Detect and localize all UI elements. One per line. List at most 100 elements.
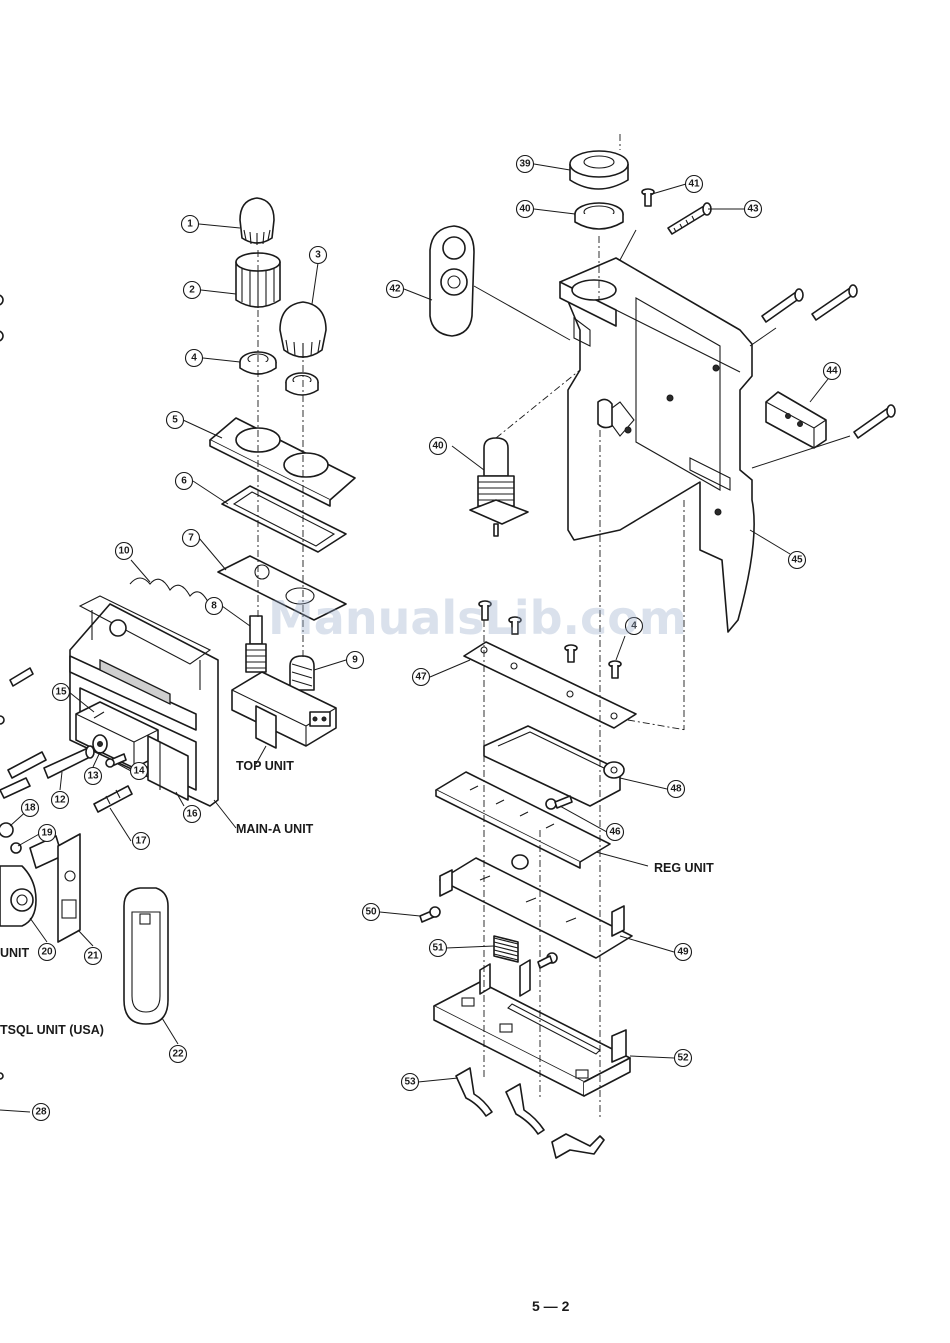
- svg-text:21: 21: [87, 951, 99, 962]
- label-tsql-unit: TSQL UNIT (USA): [0, 1023, 104, 1037]
- svg-text:2: 2: [189, 285, 195, 296]
- callout-8: 8: [206, 598, 223, 615]
- svg-text:3: 3: [315, 250, 321, 261]
- svg-text:45: 45: [791, 555, 803, 566]
- callout-4: 4: [186, 350, 203, 367]
- standoff-left-1: [8, 752, 46, 778]
- callout-53: 53: [402, 1074, 419, 1091]
- callout-48: 48: [668, 781, 685, 798]
- long-screw-b: [812, 285, 857, 320]
- svg-text:13: 13: [87, 771, 99, 782]
- callout-43: 43: [745, 201, 762, 218]
- callout-17: 17: [133, 833, 150, 850]
- callout-44: 44: [824, 363, 841, 380]
- callout-7: 7: [183, 530, 200, 547]
- svg-text:44: 44: [826, 366, 838, 377]
- jack-20: [0, 866, 36, 926]
- cover-42: [430, 226, 474, 336]
- screw-47d: [609, 661, 621, 678]
- svg-text:16: 16: [186, 809, 198, 820]
- callout-45: 45: [789, 552, 806, 569]
- volume-pot-8: [246, 616, 266, 672]
- callout-14: 14: [131, 763, 148, 780]
- svg-text:46: 46: [609, 827, 621, 838]
- screw-41: [642, 189, 654, 206]
- svg-text:4: 4: [191, 353, 197, 364]
- bracket-21: [58, 834, 80, 942]
- battery-contact-53b: [506, 1084, 544, 1134]
- svg-text:40: 40: [519, 204, 531, 215]
- callout-40-top: 40: [517, 201, 534, 218]
- svg-text:10: 10: [118, 546, 130, 557]
- svg-text:6: 6: [181, 476, 187, 487]
- standoff-left-2: [0, 778, 30, 798]
- svg-text:15: 15: [55, 687, 67, 698]
- callout-42: 42: [387, 281, 404, 298]
- svg-text:12: 12: [54, 795, 66, 806]
- rotary-switch-9: [290, 656, 314, 690]
- callout-19: 19: [39, 825, 56, 842]
- svg-text:17: 17: [135, 836, 147, 847]
- plate-47: [464, 642, 636, 728]
- battery-contact-53c: [552, 1134, 604, 1158]
- callout-51: 51: [430, 940, 447, 957]
- callout-10: 10: [116, 543, 133, 560]
- svg-text:42: 42: [389, 284, 401, 295]
- svg-text:50: 50: [365, 907, 377, 918]
- shield-49: [440, 855, 632, 958]
- screw-47c: [565, 645, 577, 662]
- svg-text:14: 14: [133, 766, 145, 777]
- callout-12: 12: [52, 792, 69, 809]
- ring-39: [570, 151, 628, 189]
- callout-22: 22: [170, 1046, 187, 1063]
- page-number: 5 — 2: [532, 1298, 570, 1314]
- svg-text:22: 22: [172, 1049, 184, 1060]
- callout-18: 18: [22, 800, 39, 817]
- screw-46: [546, 796, 572, 809]
- cover-22: [124, 888, 168, 1024]
- callout-49: 49: [675, 944, 692, 961]
- callout-46: 46: [607, 824, 624, 841]
- callout-3: 3: [310, 247, 327, 264]
- washer-13: [93, 735, 107, 753]
- callout-20: 20: [39, 944, 56, 961]
- label-reg-unit: REG UNIT: [654, 861, 714, 875]
- battery-contact-53a: [456, 1068, 492, 1116]
- svg-text:5: 5: [172, 415, 178, 426]
- callout-39: 39: [517, 156, 534, 173]
- callout-28: 28: [33, 1104, 50, 1121]
- knob-part-1: [240, 198, 274, 245]
- callout-13: 13: [85, 768, 102, 785]
- callout-16: 16: [184, 806, 201, 823]
- screw-left-top: [10, 668, 33, 686]
- svg-text:28: 28: [35, 1107, 47, 1118]
- svg-text:1: 1: [187, 219, 193, 230]
- svg-text:43: 43: [747, 204, 759, 215]
- svg-text:51: 51: [432, 943, 444, 954]
- standoff-17: [94, 786, 132, 812]
- long-screw-c: [854, 405, 895, 438]
- knob-part-3: [280, 302, 326, 358]
- callout-41: 41: [686, 176, 703, 193]
- screw-50: [420, 907, 440, 922]
- chassis-45: [560, 258, 754, 632]
- screw-49b: [538, 953, 557, 968]
- callout-5: 5: [167, 412, 184, 429]
- svg-text:41: 41: [688, 179, 700, 190]
- svg-text:8: 8: [211, 601, 217, 612]
- long-screw-a: [762, 289, 803, 322]
- callout-1: 1: [182, 216, 199, 233]
- label-top-unit: TOP UNIT: [236, 759, 294, 773]
- callout-50: 50: [363, 904, 380, 921]
- svg-text:20: 20: [41, 947, 53, 958]
- callout-9: 9: [347, 652, 364, 669]
- svg-text:40: 40: [432, 441, 444, 452]
- callout-52: 52: [675, 1050, 692, 1067]
- callout-40-antenna: 40: [430, 438, 447, 455]
- callout-21: 21: [85, 948, 102, 965]
- watermark: ManualsLib.com: [268, 591, 687, 645]
- callout-6: 6: [176, 473, 193, 490]
- spring-51: [494, 936, 518, 962]
- svg-text:9: 9: [352, 655, 358, 666]
